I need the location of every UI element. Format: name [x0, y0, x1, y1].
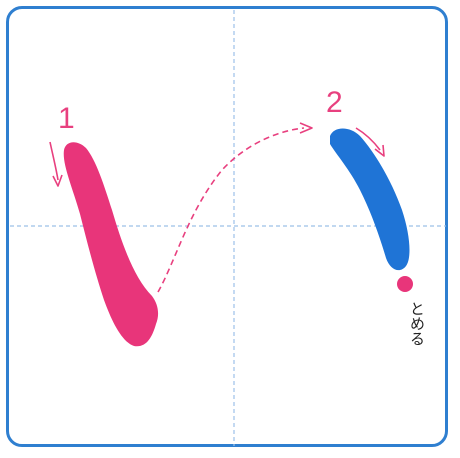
down-right-arrow-icon [355, 127, 385, 157]
dashed-curved-arrow-icon [157, 122, 313, 293]
stroke-2-number: 2 [326, 86, 343, 119]
stroke-1 [63, 142, 159, 347]
guide-lines [10, 10, 446, 446]
end-note: とめる [408, 301, 426, 346]
down-arrow-icon [49, 141, 63, 187]
stroke-1-number: 1 [58, 102, 75, 135]
stroke-2 [330, 128, 410, 271]
end-dot [397, 276, 413, 292]
